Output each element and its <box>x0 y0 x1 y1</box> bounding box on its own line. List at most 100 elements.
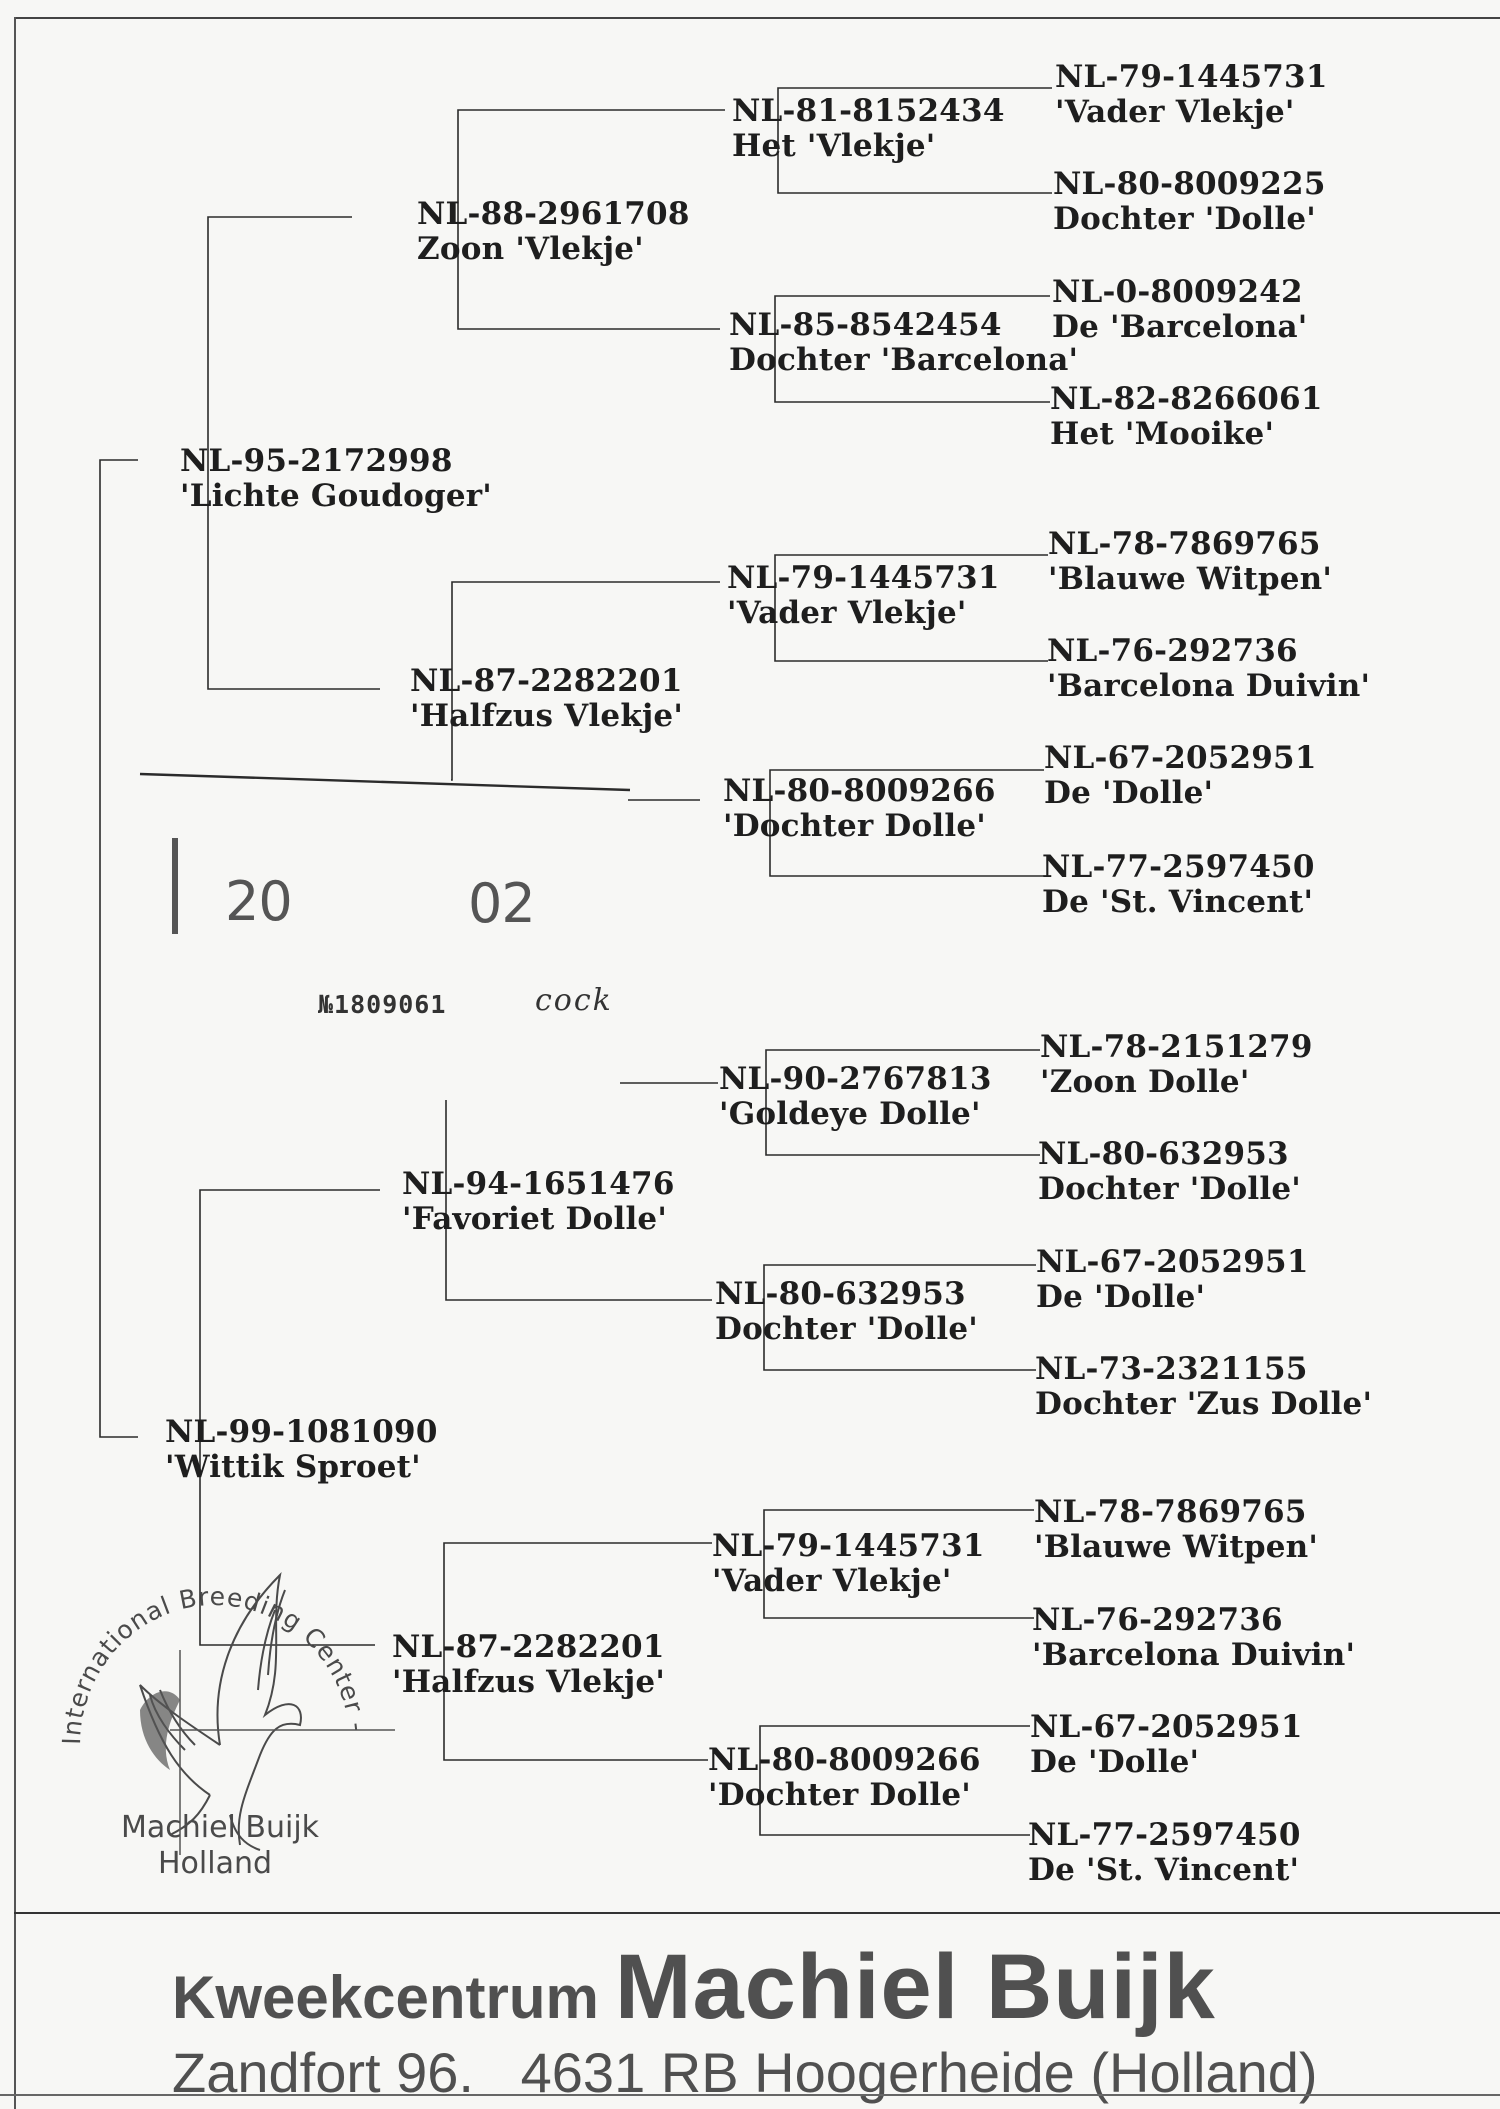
subject-ring-number: №1809061 <box>318 990 447 1019</box>
ggg-parent-6: NL-76-292736 'Barcelona Duivin' <box>1047 634 1370 704</box>
ring-number: NL-99-1081090 <box>165 1414 438 1450</box>
ggg-parent-4: NL-82-8266061 Het 'Mooike' <box>1050 382 1323 452</box>
great-grandparent-8: NL-80-8009266 'Dochter Dolle' <box>708 1743 981 1813</box>
ggg-parent-10: NL-80-632953 Dochter 'Dolle' <box>1038 1137 1301 1207</box>
year-suffix: 02 <box>468 872 536 935</box>
page-bottom-edge <box>0 2094 1500 2096</box>
ring-number: NL-67-2052951 <box>1030 1709 1303 1745</box>
eagle-shadow-icon <box>140 1691 180 1770</box>
ring-number: NL-88-2961708 <box>417 196 690 232</box>
bird-name: Dochter 'Zus Dolle' <box>1035 1386 1373 1422</box>
ring-number: NL-80-632953 <box>1038 1136 1289 1172</box>
logo-name: Machiel Buijk <box>121 1810 320 1845</box>
ring-number: NL-79-1445731 <box>727 560 1000 596</box>
bird-name: Dochter 'Dolle' <box>1053 201 1316 237</box>
great-grandparent-3: NL-79-1445731 'Vader Vlekje' <box>727 561 1000 631</box>
subject-sex: cock <box>535 983 613 1018</box>
grandparent-2: NL-87-2282201 'Halfzus Vlekje' <box>410 664 683 734</box>
great-grandparent-2: NL-85-8542454 Dochter 'Barcelona' <box>729 308 1078 378</box>
bird-name: 'Vader Vlekje' <box>1055 94 1295 130</box>
ring-number: NL-95-2172998 <box>180 443 453 479</box>
page-frame-top <box>14 17 1500 19</box>
bird-name: De 'Dolle' <box>1036 1279 1206 1315</box>
ring-number: NL-82-8266061 <box>1050 381 1323 417</box>
bird-name: De 'Barcelona' <box>1052 309 1308 345</box>
bird-name: 'Vader Vlekje' <box>712 1563 952 1599</box>
bird-name: Dochter 'Barcelona' <box>729 342 1079 378</box>
ring-number: NL-76-292736 <box>1032 1602 1283 1638</box>
year-prefix: 20 <box>225 870 293 933</box>
bird-name: 'Favoriet Dolle' <box>402 1201 668 1237</box>
ring-number: NL-81-8152434 <box>732 93 1005 129</box>
ring-number: NL-0-8009242 <box>1052 274 1303 310</box>
bird-name: De 'St. Vincent' <box>1028 1852 1300 1888</box>
ring-number: NL-79-1445731 <box>1055 59 1328 95</box>
ggg-parent-5: NL-78-7869765 'Blauwe Witpen' <box>1048 527 1332 597</box>
ggg-parent-7: NL-67-2052951 De 'Dolle' <box>1044 741 1317 811</box>
great-grandparent-7: NL-79-1445731 'Vader Vlekje' <box>712 1529 985 1599</box>
ggg-parent-1: NL-79-1445731 'Vader Vlekje' <box>1055 60 1328 130</box>
bird-name: 'Dochter Dolle' <box>723 808 986 844</box>
ring-number: NL-67-2052951 <box>1044 740 1317 776</box>
footer-label: Kweekcentrum <box>172 1964 599 2031</box>
ring-number: NL-77-2597450 <box>1028 1817 1301 1853</box>
bird-name: Dochter 'Dolle' <box>715 1311 978 1347</box>
bird-name: Dochter 'Dolle' <box>1038 1171 1301 1207</box>
breeding-center-logo: International Breeding Center - Hoogerhe… <box>20 1515 395 1881</box>
svg-text:International Breeding Center: International Breeding Center - Hoogerhe… <box>20 1515 373 1745</box>
ring-number: NL-87-2282201 <box>392 1629 665 1665</box>
bird-name: De 'Dolle' <box>1044 775 1214 811</box>
bird-name: 'Dochter Dolle' <box>708 1777 971 1813</box>
parent-dam: NL-99-1081090 'Wittik Sproet' <box>165 1415 438 1485</box>
ggg-parent-11: NL-67-2052951 De 'Dolle' <box>1036 1245 1309 1315</box>
ring-number: NL-80-8009225 <box>1053 166 1326 202</box>
logo-country: Holland <box>158 1846 272 1881</box>
footer-divider <box>14 1912 1500 1914</box>
bird-name: 'Halfzus Vlekje' <box>392 1664 666 1700</box>
grandparent-3: NL-94-1651476 'Favoriet Dolle' <box>402 1167 675 1237</box>
ring-number: NL-87-2282201 <box>410 663 683 699</box>
bird-name: Zoon 'Vlekje' <box>417 231 644 267</box>
parent-sire: NL-95-2172998 'Lichte Goudoger' <box>180 444 492 514</box>
ring-number: NL-76-292736 <box>1047 633 1298 669</box>
bird-name: 'Barcelona Duivin' <box>1047 668 1371 704</box>
bird-name: Het 'Mooike' <box>1050 416 1275 452</box>
bird-name: Het 'Vlekje' <box>732 128 936 164</box>
footer-name: Machiel Buijk <box>614 1936 1216 2038</box>
ggg-parent-2: NL-80-8009225 Dochter 'Dolle' <box>1053 167 1326 237</box>
ggg-parent-12: NL-73-2321155 Dochter 'Zus Dolle' <box>1035 1352 1372 1422</box>
ring-number: NL-90-2767813 <box>719 1061 992 1097</box>
ggg-parent-3: NL-0-8009242 De 'Barcelona' <box>1052 275 1307 345</box>
bird-name: 'Blauwe Witpen' <box>1048 561 1333 597</box>
great-grandparent-6: NL-80-632953 Dochter 'Dolle' <box>715 1277 978 1347</box>
grandparent-1: NL-88-2961708 Zoon 'Vlekje' <box>417 197 690 267</box>
ring-number: NL-80-8009266 <box>708 1742 981 1778</box>
ring-number: NL-85-8542454 <box>729 307 1002 343</box>
great-grandparent-5: NL-90-2767813 'Goldeye Dolle' <box>719 1062 992 1132</box>
ring-number: NL-80-632953 <box>715 1276 966 1312</box>
ring-number: NL-67-2052951 <box>1036 1244 1309 1280</box>
ggg-parent-8: NL-77-2597450 De 'St. Vincent' <box>1042 850 1315 920</box>
bird-name: 'Zoon Dolle' <box>1040 1064 1250 1100</box>
bird-name: 'Halfzus Vlekje' <box>410 698 684 734</box>
grandparent-4: NL-87-2282201 'Halfzus Vlekje' <box>392 1630 665 1700</box>
bird-name: 'Goldeye Dolle' <box>719 1096 981 1132</box>
footer-address: Zandfort 96. 4631 RB Hoogerheide (Hollan… <box>172 2041 1318 2104</box>
bird-name: 'Lichte Goudoger' <box>180 478 492 514</box>
great-grandparent-1: NL-81-8152434 Het 'Vlekje' <box>732 94 1005 164</box>
bird-name: 'Wittik Sproet' <box>165 1449 421 1485</box>
ggg-parent-9: NL-78-2151279 'Zoon Dolle' <box>1040 1030 1313 1100</box>
page-frame-left <box>14 17 16 2109</box>
ring-number: NL-94-1651476 <box>402 1166 675 1202</box>
ring-number: NL-73-2321155 <box>1035 1351 1308 1387</box>
ring-number: NL-77-2597450 <box>1042 849 1315 885</box>
ggg-parent-15: NL-67-2052951 De 'Dolle' <box>1030 1710 1303 1780</box>
ggg-parent-14: NL-76-292736 'Barcelona Duivin' <box>1032 1603 1355 1673</box>
ggg-parent-16: NL-77-2597450 De 'St. Vincent' <box>1028 1818 1301 1888</box>
bird-name: 'Blauwe Witpen' <box>1034 1529 1319 1565</box>
bird-name: De 'St. Vincent' <box>1042 884 1314 920</box>
bird-name: 'Barcelona Duivin' <box>1032 1637 1356 1673</box>
stamp-bar <box>172 838 178 934</box>
